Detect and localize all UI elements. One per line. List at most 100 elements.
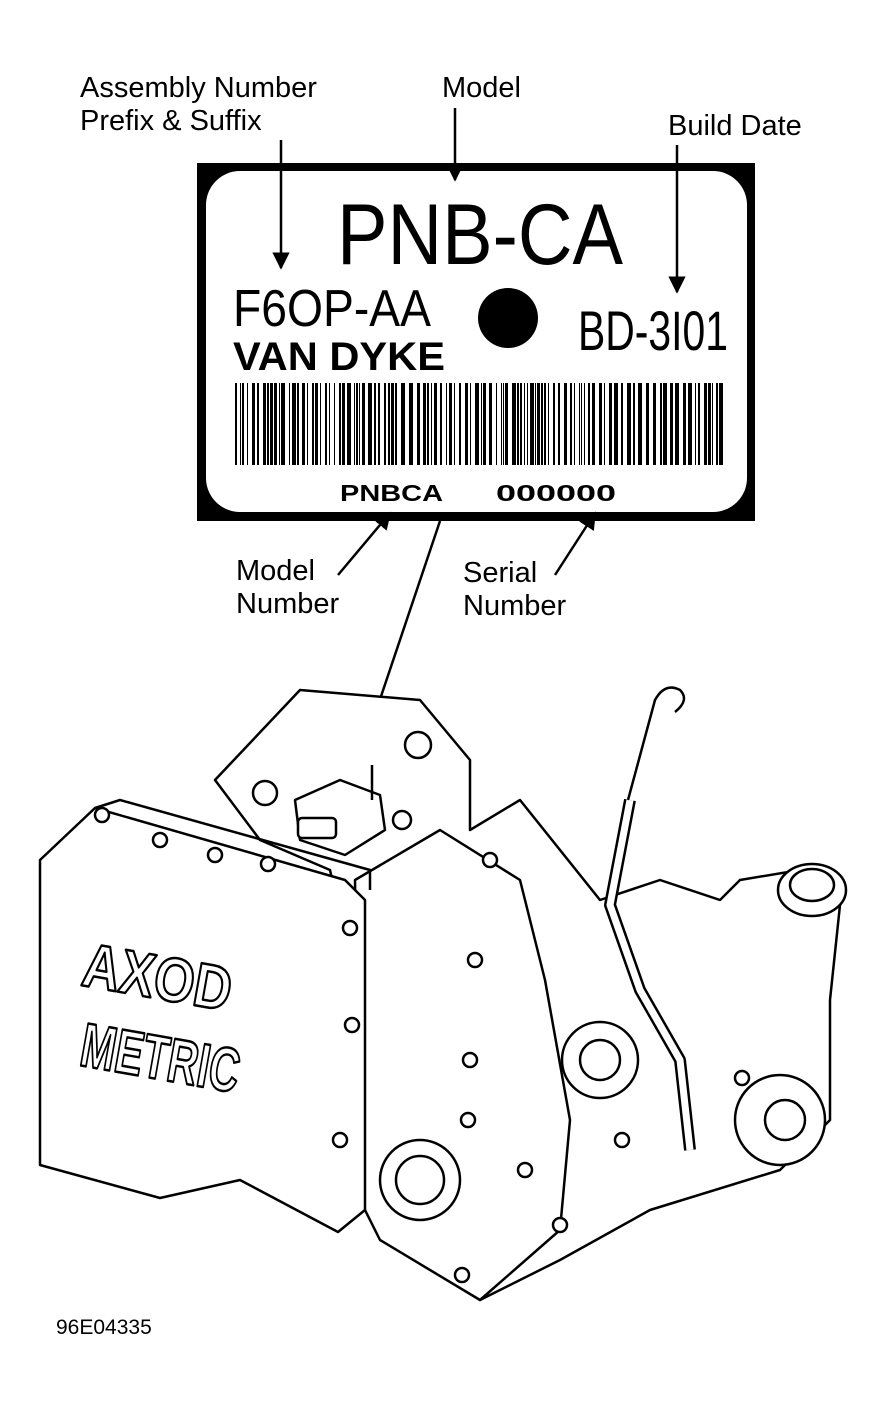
side-pan [38, 806, 367, 1234]
barcode-bar [401, 383, 405, 465]
tag-dot [478, 288, 538, 348]
barcode-bar [670, 383, 673, 465]
barcode-bar [475, 383, 479, 465]
model-number-callout: Model Number [236, 555, 339, 621]
barcode-bar [695, 383, 696, 465]
build-date-callout: Build Date [668, 110, 802, 142]
barcode-bar [242, 383, 244, 465]
barcode-bar [391, 383, 394, 465]
barcode-bar [356, 383, 358, 465]
barcode-bar [517, 383, 519, 465]
case-bolts [93, 806, 751, 1284]
barcode-bar [496, 383, 497, 465]
barcode-bar [440, 383, 442, 465]
barcode-bar [716, 383, 718, 465]
serial-number-callout-line2: Number [463, 590, 567, 622]
model-number-callout-line2: Number [236, 588, 340, 620]
barcode-bar [465, 383, 468, 465]
tag-plant-name: VAN DYKE [233, 335, 445, 379]
barcode-bar [312, 383, 314, 465]
barcode-bar [470, 383, 471, 465]
governor-cover-inner [578, 1038, 622, 1082]
barcode-bar [541, 383, 543, 465]
barcode-bar [417, 383, 420, 465]
barcode-bar [698, 383, 700, 465]
output-seal-inner [394, 1154, 446, 1206]
barcode-bar [307, 383, 308, 465]
barcode-bar [646, 383, 649, 465]
barcode-bar [683, 383, 686, 465]
barcode-bar [274, 383, 277, 465]
barcode-bar [584, 383, 585, 465]
barcode-bar [530, 383, 534, 465]
barcode-bar [384, 383, 386, 465]
barcode-bar [503, 383, 504, 465]
barcode-bar [362, 383, 365, 465]
dipstick-handle [626, 686, 686, 801]
barcode-bar [281, 383, 285, 465]
fitting-top-left [251, 779, 279, 807]
barcode-bar [621, 383, 623, 465]
barcode-bar [489, 383, 492, 465]
connector-plug [296, 816, 338, 840]
barcode-bar [633, 383, 635, 465]
barcode-bar [279, 383, 280, 465]
barcode-bar [235, 383, 237, 465]
barcode-bar [599, 383, 602, 465]
barcode-bar [535, 383, 536, 465]
barcode-bar [263, 383, 266, 465]
barcode-bar [334, 383, 335, 465]
barcode-bar [627, 383, 631, 465]
barcode-bar [347, 383, 351, 465]
model-number-arrow [337, 511, 392, 576]
barcode-bar [423, 383, 426, 465]
assembly-number-callout-line2: Prefix & Suffix [80, 105, 262, 137]
tag-model-code: PNB-CA [337, 187, 624, 283]
barcode-bar [553, 383, 555, 465]
barcode-bar [354, 383, 355, 465]
barcode-bar [267, 383, 269, 465]
assembly-number-callout-line1: Assembly Number [80, 72, 317, 104]
barcode-bar [292, 383, 296, 465]
callout-arrows [272, 108, 686, 737]
transaxle-illustration: AXOD METRIC [38, 686, 848, 1302]
tag-build-date-code: BD-3I01 [578, 299, 728, 362]
barcode-bar [302, 383, 305, 465]
filler-neck-inner [788, 867, 836, 903]
barcode-bar [527, 383, 528, 465]
bracket-boss [403, 730, 433, 760]
tag-serial-number: 000000 [496, 480, 616, 506]
barcode-bar [257, 383, 259, 465]
barcode-bar [609, 383, 612, 465]
barcode-bar [395, 383, 397, 465]
barcode-bar [339, 383, 341, 465]
barcode-bar [427, 383, 429, 465]
barcode-bar [558, 383, 560, 465]
fitting-top-right [391, 809, 413, 831]
barcode-bar [653, 383, 656, 465]
barcode-bar [388, 383, 390, 465]
serial-number-callout-line1: Serial [463, 557, 538, 589]
barcode-bar [638, 383, 642, 465]
barcode-bar [663, 383, 667, 465]
barcode-bar [537, 383, 540, 465]
barcode-bar [570, 383, 572, 465]
barcode-bar [505, 383, 508, 465]
barcode-bar [431, 383, 432, 465]
barcode-bar [712, 383, 713, 465]
barcode-bar [315, 383, 318, 465]
barcode-bar [588, 383, 590, 465]
barcode-bar [564, 383, 567, 465]
right-seal-inner [763, 1098, 807, 1142]
barcode-bar [378, 383, 380, 465]
barcode-bar [581, 383, 582, 465]
barcode-bar [434, 383, 437, 465]
dipstick-tube-inner [606, 799, 694, 1151]
barcode-bar [409, 383, 413, 465]
barcode-bar [297, 383, 299, 465]
side-pan-flange [94, 798, 372, 890]
tag-assembly-number: F6OP-AA [233, 280, 431, 338]
barcode-bar [368, 383, 372, 465]
barcode-bar [660, 383, 662, 465]
